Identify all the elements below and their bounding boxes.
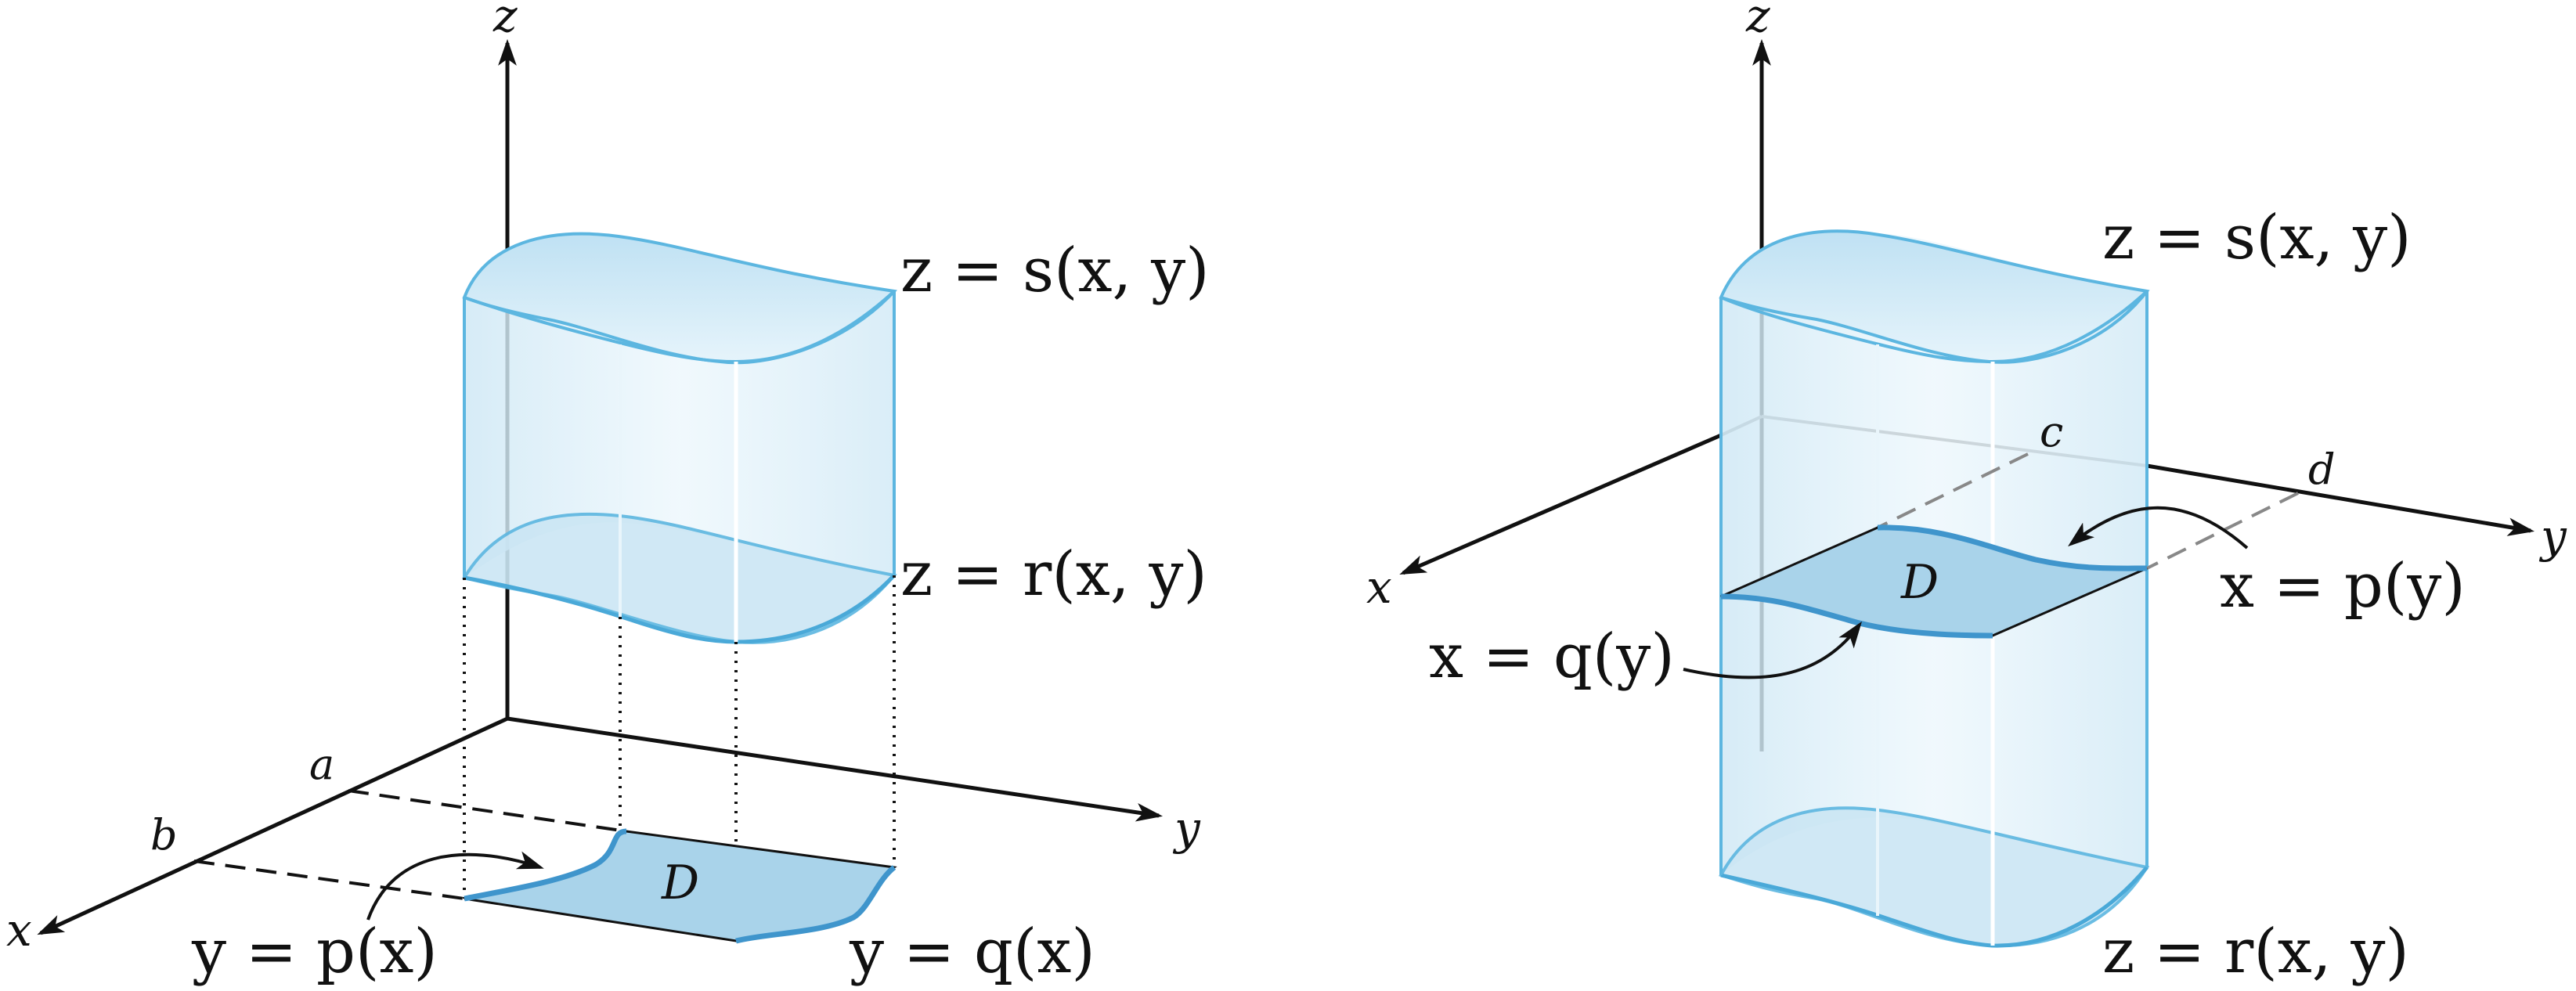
right-panel: z y x c d D z = s(x, y) z = r(x, y) x = …	[1366, 0, 2567, 987]
left-panel: z y x a b D z = s(x, y) z = r(x, y) y = …	[6, 0, 1210, 987]
right-c-label: c	[2040, 407, 2063, 456]
right-top-surface	[1719, 229, 2150, 364]
right-bottom-surface-equation: z = r(x, y)	[2102, 917, 2409, 987]
left-upper-curve	[735, 865, 897, 944]
right-left-pointer-arrow	[1683, 621, 1862, 679]
right-z-label: z	[1745, 0, 1770, 42]
right-left-curve-equation: x = q(y)	[1429, 622, 1675, 692]
right-region-D-label: D	[1900, 555, 1939, 610]
left-bottom-surface-equation: z = r(x, y)	[900, 539, 1207, 610]
right-left-curve	[1720, 593, 1993, 639]
left-pointer-arrow	[366, 851, 544, 921]
right-right-curve-equation: x = p(y)	[2220, 551, 2466, 622]
left-upper-curve-equation: y = q(x)	[849, 917, 1095, 987]
right-y-axis	[2146, 463, 2535, 536]
right-x-axis	[1399, 433, 1722, 575]
left-y-axis	[507, 716, 1164, 822]
right-top-surface-equation: z = s(x, y)	[2102, 203, 2412, 273]
right-d-label: d	[2308, 445, 2336, 494]
right-right-curve	[1877, 524, 2148, 571]
left-lower-curve-equation: y = p(x)	[191, 917, 438, 987]
right-bound-lines	[1877, 452, 2299, 570]
right-y-label: y	[2538, 510, 2567, 563]
left-top-surface	[462, 232, 898, 365]
left-z-label: z	[492, 0, 518, 42]
left-region-D-label: D	[661, 856, 699, 910]
left-a-label: a	[309, 740, 334, 789]
left-x-axis	[37, 716, 509, 935]
right-top-front-edge	[1720, 290, 2148, 364]
left-y-label: y	[1172, 802, 1201, 855]
left-projection-lines	[463, 575, 896, 941]
right-right-pointer-arrow	[2068, 506, 2249, 550]
left-bound-lines	[193, 789, 627, 900]
right-bottom-front-edge	[1720, 866, 2148, 948]
left-top-surface-equation: z = s(x, y)	[900, 236, 1210, 306]
left-b-label: b	[150, 810, 178, 859]
right-x-label: x	[1366, 560, 1392, 614]
left-top-front-edge	[464, 290, 896, 364]
left-bottom-front-edge	[464, 574, 896, 644]
left-x-label: x	[6, 903, 32, 957]
left-lower-curve	[464, 828, 627, 902]
